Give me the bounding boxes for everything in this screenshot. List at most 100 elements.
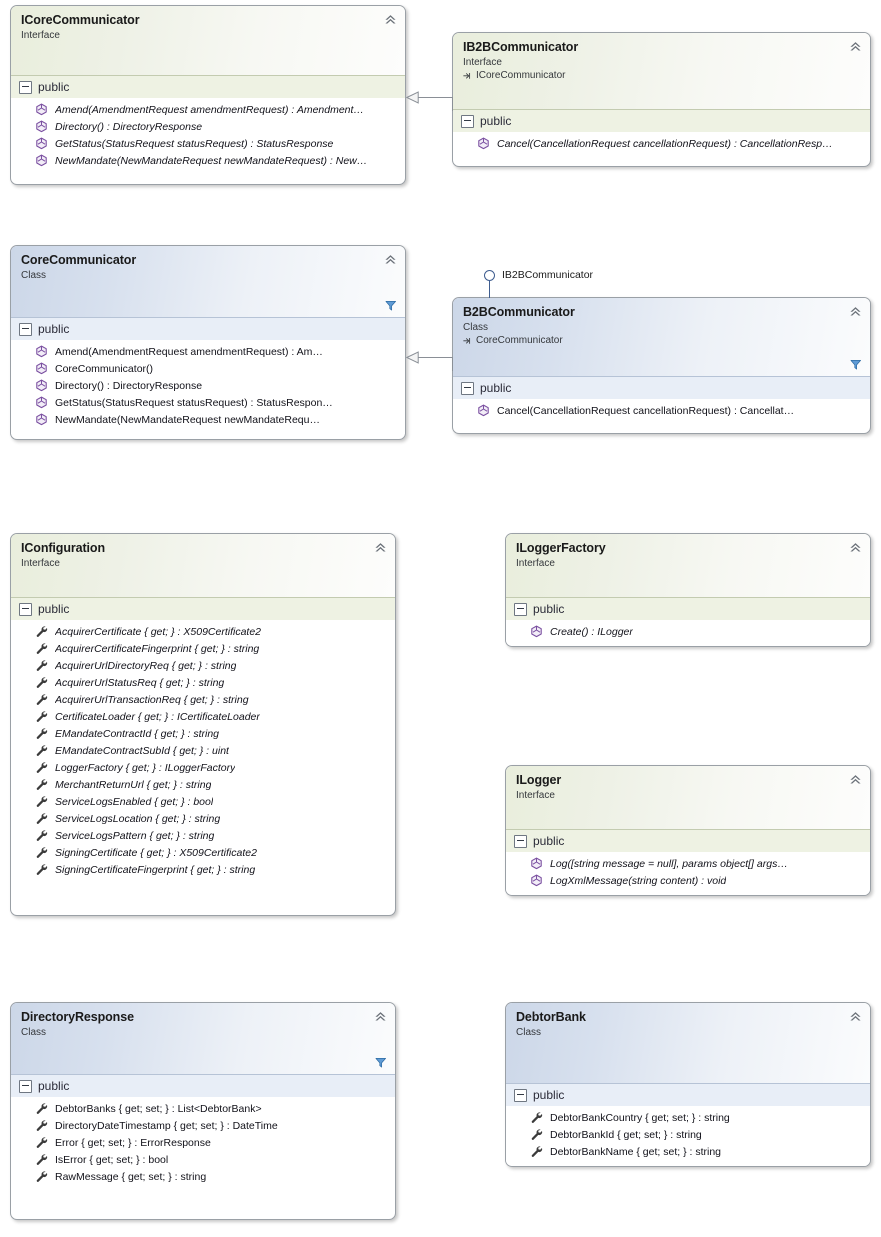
- compartment-header-public[interactable]: public: [11, 317, 405, 340]
- compartment-header-public[interactable]: public: [506, 829, 870, 852]
- chevron-up-icon[interactable]: [849, 1011, 862, 1023]
- member-row[interactable]: EMandateContractId { get; } : string: [11, 725, 395, 742]
- member-row[interactable]: ServiceLogsPattern { get; } : string: [11, 827, 395, 844]
- chevron-up-icon[interactable]: [374, 1011, 387, 1023]
- compartment-header-public[interactable]: public: [506, 1083, 870, 1106]
- compartment-label: public: [480, 381, 512, 395]
- compartment-label: public: [533, 1088, 565, 1102]
- chevron-up-icon[interactable]: [849, 41, 862, 53]
- member-row[interactable]: DirectoryDateTimestamp { get; set; } : D…: [11, 1117, 395, 1134]
- collapse-box-icon[interactable]: [514, 834, 527, 848]
- member-row[interactable]: DebtorBankName { get; set; } : string: [506, 1143, 870, 1160]
- collapse-box-icon[interactable]: [461, 114, 474, 128]
- member-list: Log([string message = null], params obje…: [506, 852, 870, 895]
- chevron-up-icon[interactable]: [849, 306, 862, 318]
- collapse-box-icon[interactable]: [19, 602, 32, 616]
- member-row[interactable]: LogXmlMessage(string content) : void: [506, 872, 870, 889]
- member-row[interactable]: SigningCertificate { get; } : X509Certif…: [11, 844, 395, 861]
- chevron-up-icon[interactable]: [849, 542, 862, 554]
- member-row[interactable]: AcquirerUrlDirectoryReq { get; } : strin…: [11, 657, 395, 674]
- property-wrench-icon: [36, 864, 48, 875]
- compartment-header-public[interactable]: public: [11, 1074, 395, 1097]
- collapse-box-icon[interactable]: [514, 1088, 527, 1102]
- property-wrench-icon: [36, 762, 48, 773]
- property-wrench-icon: [36, 745, 48, 756]
- member-row[interactable]: Create() : ILogger: [506, 623, 870, 640]
- collapse-box-icon[interactable]: [514, 602, 527, 616]
- member-row[interactable]: AcquirerCertificate { get; } : X509Certi…: [11, 623, 395, 640]
- member-row[interactable]: CertificateLoader { get; } : ICertificat…: [11, 708, 395, 725]
- chevron-up-icon[interactable]: [849, 774, 862, 786]
- member-row[interactable]: CoreCommunicator(): [11, 360, 405, 377]
- collapse-box-icon[interactable]: [19, 322, 32, 336]
- chevron-up-icon[interactable]: [374, 542, 387, 554]
- member-row[interactable]: ServiceLogsLocation { get; } : string: [11, 810, 395, 827]
- member-row[interactable]: GetStatus(StatusRequest statusRequest) :…: [11, 135, 405, 152]
- member-row[interactable]: AcquirerCertificateFingerprint { get; } …: [11, 640, 395, 657]
- member-list: Amend(AmendmentRequest amendmentRequest)…: [11, 98, 405, 175]
- collapse-box-icon[interactable]: [19, 80, 32, 94]
- member-row[interactable]: NewMandate(NewMandateRequest newMandateR…: [11, 411, 405, 428]
- member-row[interactable]: MerchantReturnUrl { get; } : string: [11, 776, 395, 793]
- compartment-header-public[interactable]: public: [11, 597, 395, 620]
- member-row[interactable]: Cancel(CancellationRequest cancellationR…: [453, 135, 870, 152]
- member-list: DebtorBanks { get; set; } : List<DebtorB…: [11, 1097, 395, 1191]
- chevron-up-icon[interactable]: [384, 14, 397, 26]
- collapse-box-icon[interactable]: [461, 381, 474, 395]
- member-row[interactable]: IsError { get; set; } : bool: [11, 1151, 395, 1168]
- member-row[interactable]: Amend(AmendmentRequest amendmentRequest)…: [11, 343, 405, 360]
- member-row[interactable]: LoggerFactory { get; } : ILoggerFactory: [11, 759, 395, 776]
- property-wrench-icon: [36, 779, 48, 790]
- funnel-icon[interactable]: [385, 300, 397, 312]
- funnel-icon[interactable]: [850, 359, 862, 371]
- method-cube-icon: [36, 137, 47, 150]
- compartment-header-public[interactable]: public: [453, 376, 870, 399]
- member-row[interactable]: GetStatus(StatusRequest statusRequest) :…: [11, 394, 405, 411]
- member-row[interactable]: RawMessage { get; set; } : string: [11, 1168, 395, 1185]
- property-wrench-icon: [531, 1146, 543, 1157]
- member-row[interactable]: Error { get; set; } : ErrorResponse: [11, 1134, 395, 1151]
- compartment-header-public[interactable]: public: [453, 109, 870, 132]
- member-row[interactable]: SigningCertificateFingerprint { get; } :…: [11, 861, 395, 878]
- compartment-header-public[interactable]: public: [506, 597, 870, 620]
- collapse-box-icon[interactable]: [19, 1079, 32, 1093]
- member-row[interactable]: DebtorBankCountry { get; set; } : string: [506, 1109, 870, 1126]
- member-row[interactable]: Amend(AmendmentRequest amendmentRequest)…: [11, 101, 405, 118]
- member-row[interactable]: AcquirerUrlStatusReq { get; } : string: [11, 674, 395, 691]
- compartment-header-public[interactable]: public: [11, 75, 405, 98]
- funnel-icon[interactable]: [375, 1057, 387, 1069]
- member-row[interactable]: EMandateContractSubId { get; } : uint: [11, 742, 395, 759]
- chevron-up-icon[interactable]: [384, 254, 397, 266]
- member-row[interactable]: Directory() : DirectoryResponse: [11, 118, 405, 135]
- provided-interface-lollipop-icon[interactable]: [484, 270, 495, 281]
- member-row[interactable]: NewMandate(NewMandateRequest newMandateR…: [11, 152, 405, 169]
- member-row[interactable]: Directory() : DirectoryResponse: [11, 377, 405, 394]
- member-row[interactable]: ServiceLogsEnabled { get; } : bool: [11, 793, 395, 810]
- shape-name: B2BCommunicator: [463, 305, 575, 319]
- property-wrench-icon: [36, 1120, 48, 1131]
- member-row[interactable]: DebtorBanks { get; set; } : List<DebtorB…: [11, 1100, 395, 1117]
- member-signature: Create() : ILogger: [550, 625, 633, 638]
- member-row[interactable]: AcquirerUrlTransactionReq { get; } : str…: [11, 691, 395, 708]
- member-row[interactable]: DebtorBankId { get; set; } : string: [506, 1126, 870, 1143]
- member-row[interactable]: Cancel(CancellationRequest cancellationR…: [453, 402, 870, 419]
- member-row[interactable]: Log([string message = null], params obje…: [506, 855, 870, 872]
